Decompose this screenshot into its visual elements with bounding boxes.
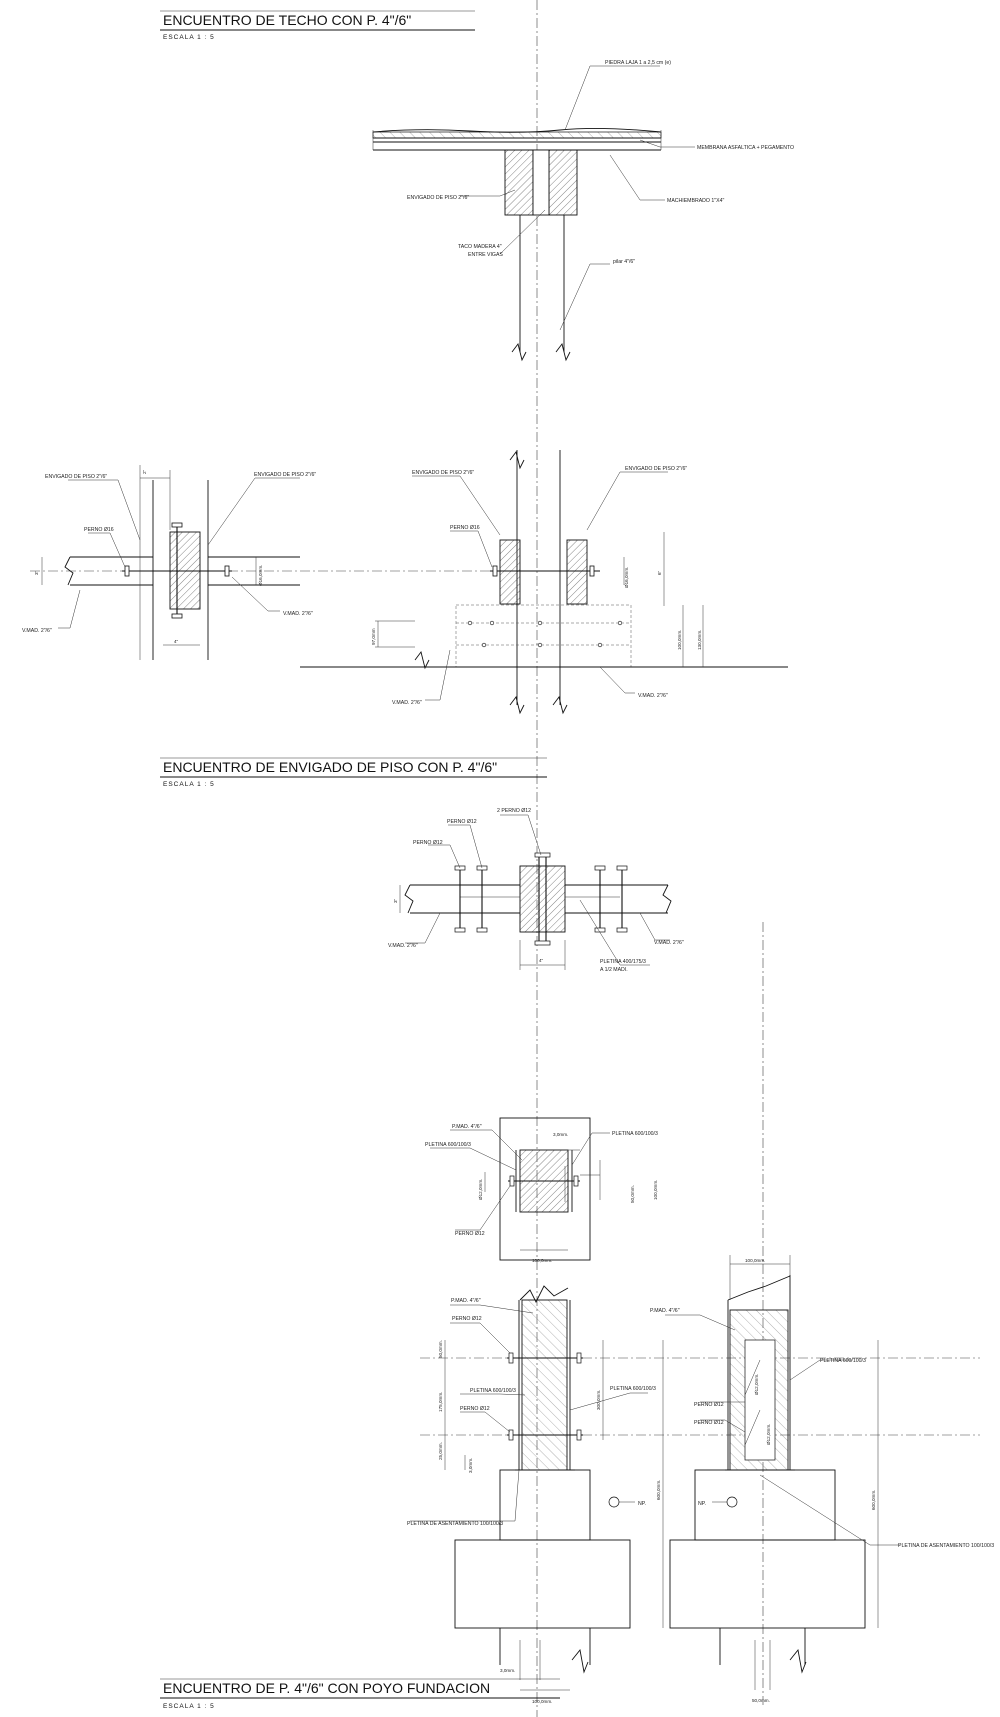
dim-130mm: 130,0mm. (697, 630, 702, 650)
dim-600mm-b: 600,0mm. (871, 1490, 876, 1510)
label-pletina-l1: PLETINA 600/100/3 (470, 1388, 516, 1394)
dim-3mm-a: 3,0mm. (553, 1132, 568, 1137)
label-envigado-l1: ENVIGADO DE PISO 2"/6" (45, 474, 107, 480)
dim-100mm-d: 100,0mm. (532, 1699, 552, 1704)
label-pmad-l: P.MAD. 4"/6" (451, 1298, 481, 1304)
label-pletina-top-l: PLETINA 600/100/3 (425, 1142, 471, 1148)
label-perno12-r1: PERNO Ø12 (694, 1402, 724, 1408)
label-perno12-a: PERNO Ø12 (447, 819, 477, 825)
dim-4in-a: 4" (174, 639, 179, 644)
label-machiembrado: MACHIEMBRADO 1"X4" (667, 198, 724, 204)
label-perno12-top: PERNO Ø12 (455, 1231, 485, 1237)
label-vmad-r1: V.MAD. 2"/6" (392, 700, 422, 706)
label-perno12-b: PERNO Ø12 (413, 840, 443, 846)
label-taco-1: TACO MADERA 4" (458, 244, 502, 250)
dim-50mm-a: 50,0mm. (630, 1185, 635, 1203)
dim-3in-a: 3" (34, 570, 39, 575)
piso-left-detail (30, 465, 540, 660)
label-perno16-l: PERNO Ø16 (84, 527, 114, 533)
label-vmad-l2: V.MAD. 2"/6" (283, 611, 313, 617)
dim-d12-b: Ø12,0mm. (754, 1374, 759, 1395)
label-perno12-r2: PERNO Ø12 (694, 1420, 724, 1426)
label-piedra-laja: PIEDRA LAJA 1 a 2,5 cm (e) (605, 60, 671, 66)
label-pletina-asent-r: PLETINA DE ASENTAMIENTO 100/100/3 (898, 1543, 994, 1549)
techo-scale: ESCALA 1 : 5 (163, 34, 215, 41)
label-pletina-2: A 1/2 MADI. (600, 967, 628, 973)
dim-50mm-c: 50,0mm. (752, 1698, 770, 1703)
poyo-left-elevation (410, 1285, 980, 1691)
dim-100mm-b: 100,0mm. (653, 1180, 658, 1200)
piso-title-block: ENCUENTRO DE ENVIGADO DE PISO CON P. 4"/… (160, 757, 547, 788)
label-pletina-1: PLETINA 400/175/3 (600, 959, 646, 965)
techo-title-block: ENCUENTRO DE TECHO CON P. 4"/6" ESCALA 1… (160, 10, 475, 41)
label-envigado-l2: ENVIGADO DE PISO 2"/6" (254, 472, 316, 478)
label-envigado-r2: ENVIGADO DE PISO 2"/6" (625, 466, 687, 472)
poyo-scale: ESCALA 1 : 5 (163, 1703, 215, 1710)
label-2perno12: 2 PERNO Ø12 (497, 808, 531, 814)
dim-100mm-e: 100,0mm. (745, 1258, 765, 1263)
techo-title: ENCUENTRO DE TECHO CON P. 4"/6" (163, 12, 411, 28)
dim-d12-a: Ø12,0mm. (478, 1179, 483, 1200)
poyo-plan-detail (430, 1117, 610, 1261)
label-pilar: pilar 4"/6" (613, 259, 635, 265)
poyo-title-block: ENCUENTRO DE P. 4"/6" CON POYO FUNDACION… (160, 1678, 560, 1710)
label-perno12-l2: PERNO Ø12 (460, 1406, 490, 1412)
piso-title: ENCUENTRO DE ENVIGADO DE PISO CON P. 4"/… (163, 759, 497, 775)
dim-50mm-b: 50,0mm. (438, 1340, 443, 1358)
piso-scale: ESCALA 1 : 5 (163, 781, 215, 788)
label-pletina-r: PLETINA 600/100/3 (820, 1358, 866, 1364)
dim-3mm-b: 3,0mm. (468, 1458, 473, 1473)
label-vmad-l1: V.MAD. 2"/6" (22, 628, 52, 634)
dim-97mm: 97,0mm (371, 628, 376, 645)
dim-4in-b: 4" (539, 958, 544, 963)
dim-3mm-c: 3,0mm. (500, 1668, 515, 1673)
poyo-title: ENCUENTRO DE P. 4"/6" CON POYO FUNDACION (163, 1680, 490, 1696)
dim-100mm-c: 100,0mm. (532, 1258, 552, 1263)
techo-detail (372, 65, 695, 362)
label-taco-2: ENTRE VIGAS (468, 252, 503, 258)
label-pletina-top-r: PLETINA 600/100/3 (612, 1131, 658, 1137)
piso-right-detail (300, 450, 788, 715)
label-pmad-r: P.MAD. 4"/6" (650, 1308, 680, 1314)
label-pletina-l2: PLETINA 600/100/3 (610, 1386, 656, 1392)
label-pletina-asent-l: PLETINA DE ASENTAMIENTO 100/100/3 (407, 1521, 503, 1527)
dim-2in: 2" (142, 469, 147, 474)
label-membrana: MEMBRANA ASFALTICA + PEGAMENTO (697, 145, 794, 151)
dim-6in: 6" (657, 570, 662, 575)
label-np-r: NP. (698, 1501, 706, 1507)
label-envigado-techo: ENVIGADO DE PISO 2"/6" (407, 195, 469, 201)
label-np-l: NP. (638, 1501, 646, 1507)
dim-25mm: 25,0mm. (438, 1442, 443, 1460)
label-perno12-l1: PERNO Ø12 (452, 1316, 482, 1322)
dim-300mm: 300,0mm. (596, 1390, 601, 1410)
dim-d16-a: Ø16,0mm. (258, 565, 263, 586)
poyo-right-elevation (665, 1255, 900, 1690)
piso-pletina-detail (399, 814, 672, 970)
label-pmad-top: P.MAD. 4"/6" (452, 1124, 482, 1130)
label-vmad-r2: V.MAD. 2"/6" (638, 693, 668, 699)
dim-3in-b: 3" (393, 898, 398, 903)
dim-d16-b: Ø16,0mm. (624, 567, 629, 588)
dim-100mm-a: 100,0mm. (677, 630, 682, 650)
label-vmad-m2: V.MAD. 2"/6" (654, 940, 684, 946)
dim-d12-c: Ø12,0mm. (766, 1424, 771, 1445)
label-envigado-r1: ENVIGADO DE PISO 2"/6" (412, 470, 474, 476)
label-vmad-m1: V.MAD. 2"/6" (388, 943, 418, 949)
dim-175mm: 175,0mm. (438, 1392, 443, 1412)
dim-600mm-a: 600,0mm. (656, 1480, 661, 1500)
label-perno16-r: PERNO Ø16 (450, 525, 480, 531)
